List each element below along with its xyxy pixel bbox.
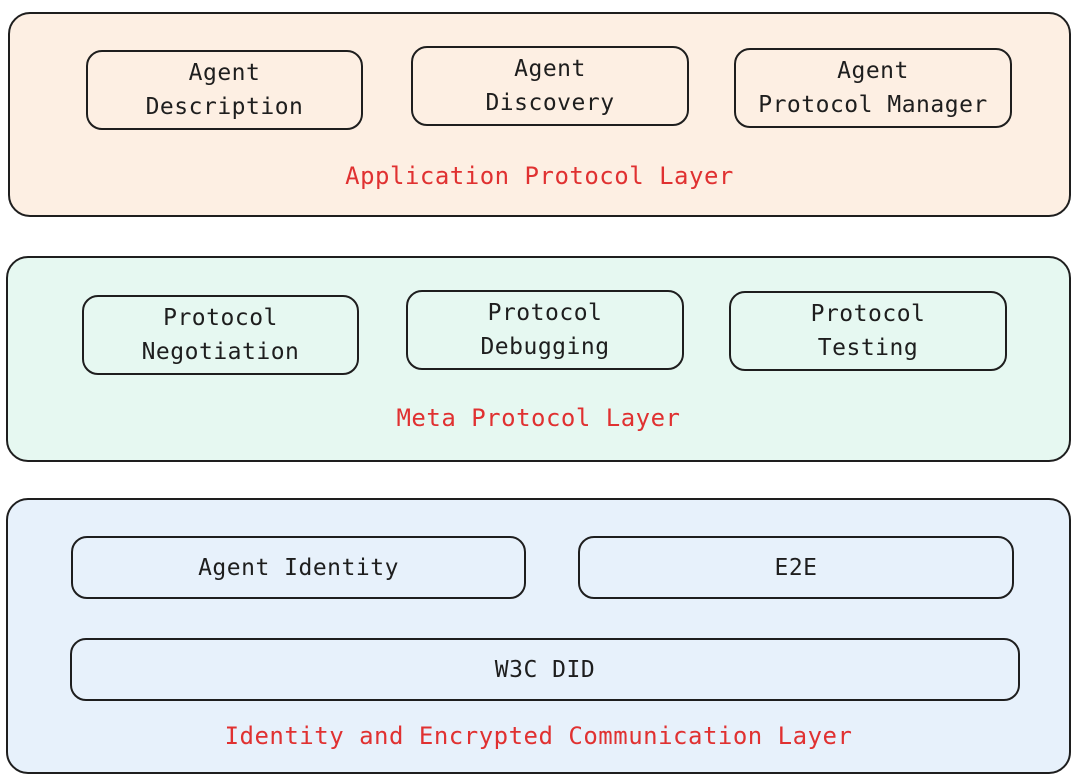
box-line: Negotiation	[141, 339, 300, 365]
e2e-box: E2E	[578, 536, 1014, 599]
box-line: Testing	[817, 335, 919, 361]
w3c-did-box: W3C DID	[70, 638, 1020, 701]
box-line: Agent Identity	[198, 554, 399, 581]
box-line: Debugging	[480, 334, 610, 360]
protocol-debugging-box: Protocol Debugging	[406, 290, 684, 370]
agent-description-box: Agent Description	[86, 50, 363, 130]
box-line: E2E	[774, 554, 818, 581]
application-layer-label: Application Protocol Layer	[345, 162, 734, 190]
box-line: Protocol Manager	[758, 92, 988, 118]
agent-discovery-box: Agent Discovery	[411, 46, 689, 126]
identity-layer-label: Identity and Encrypted Communication Lay…	[224, 722, 853, 750]
identity-encrypted-communication-layer: Agent Identity E2E W3C DID Identity and …	[6, 498, 1071, 774]
protocol-testing-box: Protocol Testing	[729, 291, 1007, 371]
box-line: Discovery	[485, 90, 615, 116]
meta-protocol-layer: Protocol Negotiation Protocol Debugging …	[6, 256, 1071, 462]
box-line: Agent	[514, 56, 586, 82]
box-line: Description	[145, 94, 304, 120]
box-line: Protocol	[810, 301, 926, 327]
meta-layer-label: Meta Protocol Layer	[396, 404, 681, 432]
box-line: W3C DID	[494, 656, 596, 683]
box-line: Agent	[188, 60, 261, 86]
box-line: Protocol	[487, 300, 603, 326]
protocol-negotiation-box: Protocol Negotiation	[82, 295, 359, 375]
agent-identity-box: Agent Identity	[71, 536, 526, 599]
agent-protocol-manager-box: Agent Protocol Manager	[734, 48, 1012, 128]
application-protocol-layer: Agent Description Agent Discovery Agent …	[8, 12, 1071, 217]
box-line: Agent	[837, 58, 909, 84]
box-line: Protocol	[163, 305, 278, 331]
